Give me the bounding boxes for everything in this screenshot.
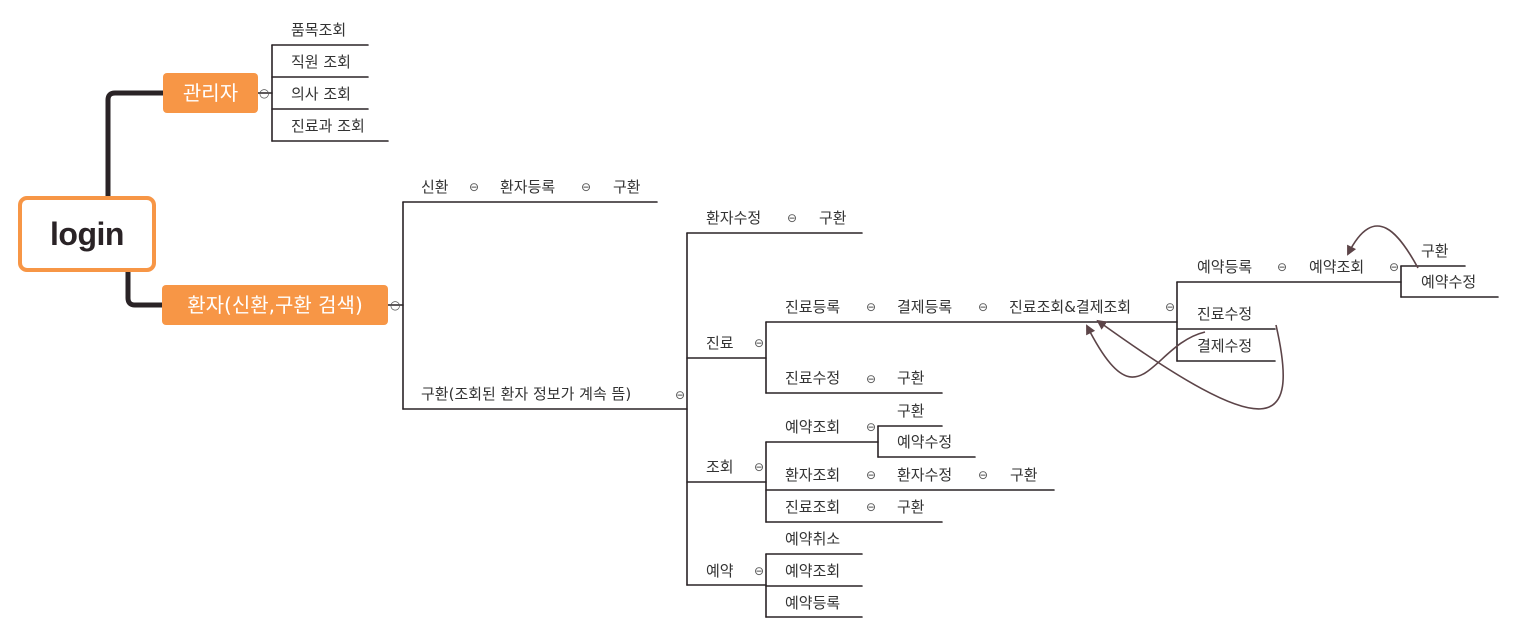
reserve-lookup[interactable]: 예약조회 [1309,258,1365,276]
arrow-treatment-edit-to-lookup [1086,324,1206,378]
collapse-icon[interactable]: ⊖ [978,468,989,482]
collapse-icon[interactable]: ⊖ [866,500,877,514]
collapse-icon[interactable]: ⊖ [866,420,877,434]
existing-patient-label[interactable]: 구환(조회된 환자 정보가 계속 뜸) [421,385,632,403]
inquiry-reserve-edit[interactable]: 예약수정 [897,433,953,451]
root-to-patient-line [125,269,166,308]
new-patient-label[interactable]: 신환 [421,178,449,196]
admin-item-2[interactable]: 직원 조회 [291,53,351,71]
patient-label: 환자(신환,구환 검색) [187,293,363,317]
inquiry-patient-result[interactable]: 구환 [1010,466,1038,484]
collapse-icon[interactable]: ⊖ [581,180,592,194]
root-to-admin-line [105,90,166,199]
arrow-payment-edit-to-lookup [1096,319,1284,410]
treatment-register[interactable]: 진료등록 [785,298,841,316]
patient-node[interactable]: 환자(신환,구환 검색) [162,285,388,325]
collapse-icon[interactable]: ⊖ [754,564,765,578]
reserve-register[interactable]: 예약등록 [1197,258,1253,276]
arrow-reserve-edit-to-lookup [1347,225,1419,269]
patient-edit-result[interactable]: 구환 [819,209,847,227]
patient-edit[interactable]: 환자수정 [706,209,762,227]
new-patient-result[interactable]: 구환 [613,178,641,196]
reserve-edit[interactable]: 예약수정 [1421,273,1477,291]
inquiry-patient-edit[interactable]: 환자수정 [897,466,953,484]
collapse-icon[interactable]: ○ [390,298,401,312]
collapse-icon[interactable]: ⊖ [1165,300,1176,314]
collapse-icon[interactable]: ⊖ [754,336,765,350]
collapse-icon[interactable]: ⊖ [866,372,877,386]
inquiry-treatment-lookup[interactable]: 진료조회 [785,498,841,516]
treatment-edit-branch[interactable]: 진료수정 [1197,305,1253,323]
payment-edit-branch[interactable]: 결제수정 [1197,337,1253,355]
collapse-icon[interactable]: ⊖ [1277,260,1288,274]
admin-node[interactable]: 관리자 [163,73,258,113]
collapse-icon[interactable]: ⊖ [866,468,877,482]
treatment-label[interactable]: 진료 [706,334,734,352]
inquiry-treatment-result[interactable]: 구환 [897,498,925,516]
admin-item-4[interactable]: 진료과 조회 [291,117,365,135]
treatment-edit[interactable]: 진료수정 [785,369,841,387]
new-patient-register[interactable]: 환자등록 [500,178,556,196]
collapse-icon[interactable]: ⊖ [675,388,686,402]
admin-label: 관리자 [182,81,239,105]
collapse-icon[interactable]: ⊖ [866,300,877,314]
root-label: login [50,215,124,252]
reservation-item-2[interactable]: 예약조회 [785,562,841,580]
inquiry-label[interactable]: 조회 [706,458,734,476]
treatment-edit-result[interactable]: 구환 [897,369,925,387]
collapse-icon[interactable]: ⊖ [754,460,765,474]
inquiry-patient-lookup[interactable]: 환자조회 [785,466,841,484]
reserve-old-patient[interactable]: 구환 [1421,242,1449,260]
collapse-icon[interactable]: ⊖ [978,300,989,314]
inquiry-reserve-lookup[interactable]: 예약조회 [785,418,841,436]
inquiry-reserve-result[interactable]: 구환 [897,402,925,420]
admin-item-3[interactable]: 의사 조회 [291,85,351,103]
reservation-label[interactable]: 예약 [706,562,734,580]
collapse-icon[interactable]: ○ [259,86,270,100]
reservation-item-1[interactable]: 예약취소 [785,530,841,548]
payment-register[interactable]: 결제등록 [897,298,953,316]
root-node-login[interactable]: login [18,196,156,272]
collapse-icon[interactable]: ⊖ [469,180,480,194]
admin-item-1[interactable]: 품목조회 [291,21,347,39]
collapse-icon[interactable]: ⊖ [787,211,798,225]
collapse-icon[interactable]: ⊖ [1389,260,1400,274]
reservation-item-3[interactable]: 예약등록 [785,594,841,612]
treatment-payment-lookup[interactable]: 진료조회&결제조회 [1009,298,1132,316]
